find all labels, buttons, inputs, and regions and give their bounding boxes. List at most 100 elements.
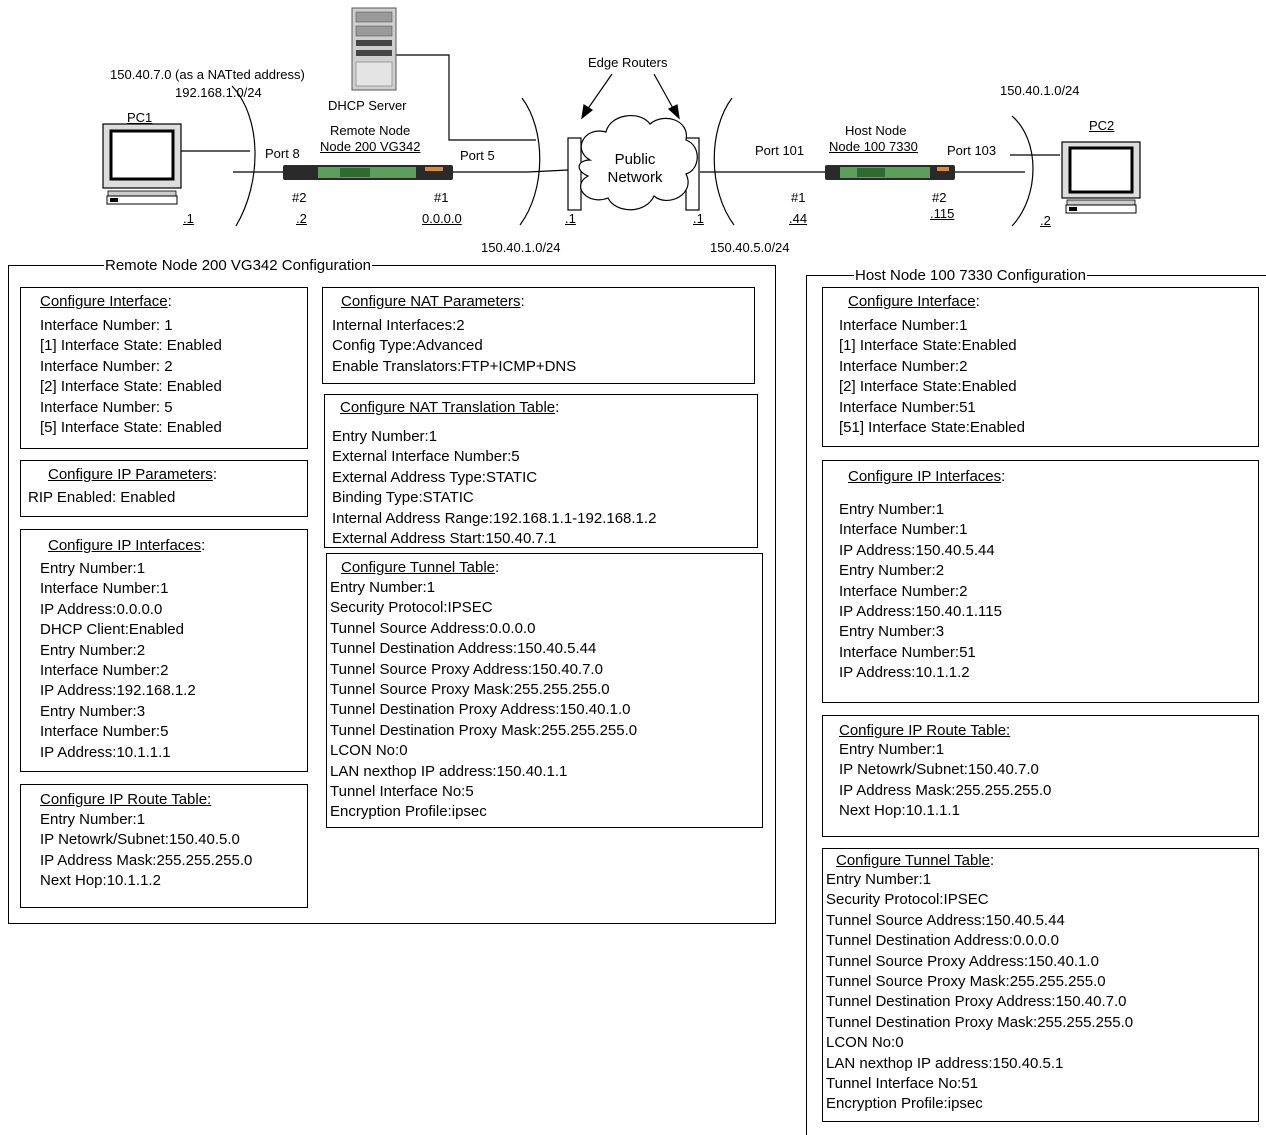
field-label: Entry Number: bbox=[40, 560, 137, 577]
field-value: 1 bbox=[427, 579, 435, 596]
field-label: Tunnel Destination Proxy Address: bbox=[826, 993, 1056, 1010]
field-label: Interface Number: bbox=[839, 358, 959, 375]
remote-ip-interfaces-title: Configure IP Interfaces bbox=[48, 537, 201, 554]
field-value: 10.1.1.1 bbox=[906, 802, 960, 819]
field-value: 2 bbox=[959, 583, 967, 600]
remote-ip-interfaces-rows: Entry Number:1 Interface Number:1 IP Add… bbox=[40, 559, 196, 763]
field-label: Interface Number: bbox=[839, 399, 959, 416]
host-node-role: Host Node bbox=[845, 123, 906, 138]
field-label: Entry Number: bbox=[839, 501, 936, 518]
wan-right-subnet: 150.40.5.0/24 bbox=[710, 240, 790, 255]
remote-port-lan: Port 8 bbox=[265, 146, 300, 161]
field-value: 51 bbox=[959, 644, 976, 661]
host-interface-title: Configure Interface bbox=[848, 293, 976, 310]
field-value: 5 bbox=[465, 783, 473, 800]
pc1-label: PC1 bbox=[127, 110, 152, 125]
field-label: LCON No: bbox=[826, 1034, 895, 1051]
pc2-label: PC2 bbox=[1089, 118, 1114, 133]
host-config-title: Host Node 100 7330 Configuration bbox=[854, 267, 1087, 284]
field-label: Encryption Profile: bbox=[330, 803, 452, 820]
remote-nat-params-title: Configure NAT Parameters bbox=[341, 293, 521, 310]
host-node-name[interactable]: Node 100 7330 bbox=[829, 139, 918, 154]
field-label: Entry Number: bbox=[826, 871, 923, 888]
wan-right-router-ip: .1 bbox=[693, 211, 704, 226]
field-label: Interface Number: bbox=[839, 583, 959, 600]
field-value: Enabled bbox=[962, 337, 1017, 354]
field-value: 150.40.7.0 bbox=[532, 661, 603, 678]
field-label: IP Address: bbox=[40, 744, 116, 761]
field-value: 255.255.255.0 bbox=[156, 852, 252, 869]
field-label: Enable Translators: bbox=[332, 358, 461, 375]
field-label: [1] Interface State: bbox=[839, 337, 962, 354]
field-label: Config Type: bbox=[332, 337, 416, 354]
remote-interface-rows: Interface Number: 1 [1] Interface State:… bbox=[40, 316, 222, 438]
remote-nat-params-rows: Internal Interfaces:2 Config Type:Advanc… bbox=[332, 316, 576, 377]
field-value: 5 bbox=[511, 448, 519, 465]
field-label: IP Netowrk/Subnet: bbox=[40, 831, 169, 848]
host-if-wan: #1 bbox=[791, 190, 805, 205]
field-label: Interface Number: bbox=[40, 580, 160, 597]
remote-tunnel-table-rows: Entry Number:1 Security Protocol:IPSEC T… bbox=[330, 578, 637, 823]
field-label: Tunnel Source Proxy Mask: bbox=[330, 681, 514, 698]
field-value: 1 bbox=[959, 317, 967, 334]
field-value: 1 bbox=[936, 501, 944, 518]
field-label: IP Address: bbox=[839, 542, 915, 559]
field-label: Next Hop: bbox=[40, 872, 107, 889]
field-label: LAN nexthop IP address: bbox=[826, 1055, 993, 1072]
field-value: IPSEC bbox=[944, 891, 989, 908]
field-value: 3 bbox=[936, 623, 944, 640]
field-value: 0.0.0.0 bbox=[116, 601, 162, 618]
field-label: IP Address: bbox=[40, 601, 116, 618]
field-value: STATIC bbox=[423, 489, 474, 506]
host-ip-interfaces-title: Configure IP Interfaces bbox=[848, 468, 1001, 485]
field-value: 255.255.255.0 bbox=[1037, 1014, 1133, 1031]
field-label: IP Address: bbox=[839, 664, 915, 681]
field-label: External Address Type: bbox=[332, 469, 486, 486]
remote-ip-params-title: Configure IP Parameters bbox=[48, 466, 213, 483]
field-value: 150.40.7.0 bbox=[1056, 993, 1127, 1010]
field-label: External Interface Number: bbox=[332, 448, 511, 465]
wan-right-boundary bbox=[714, 98, 734, 225]
field-value: 255.255.255.0 bbox=[1010, 973, 1106, 990]
field-value: 2 bbox=[936, 562, 944, 579]
field-value: Enabled bbox=[129, 621, 184, 638]
pc1-icon bbox=[103, 124, 181, 204]
remote-interface-row: Interface Number: 1 bbox=[40, 316, 222, 336]
remote-if-lan: #2 bbox=[292, 190, 306, 205]
field-value: 1 bbox=[137, 811, 145, 828]
edge-router-left bbox=[568, 138, 581, 210]
field-label: Interface Number: bbox=[839, 644, 959, 661]
field-value: 150.40.1.115 bbox=[915, 603, 1001, 620]
remote-interface-row: [1] Interface State: Enabled bbox=[40, 336, 222, 356]
edge-arrow-left bbox=[587, 74, 612, 110]
field-label: IP Address Mask: bbox=[40, 852, 156, 869]
remote-if-wan-ip: 0.0.0.0 bbox=[422, 211, 462, 226]
edge-routers-label: Edge Routers bbox=[588, 55, 668, 70]
field-value: 150.40.7.0 bbox=[968, 761, 1039, 778]
remote-node-device bbox=[283, 165, 453, 180]
lan1-subnet: 192.168.1.0/24 bbox=[175, 85, 262, 100]
field-value: 150.40.1.1 bbox=[497, 763, 568, 780]
field-label: Interface Number: bbox=[839, 317, 959, 334]
field-label: Entry Number: bbox=[330, 579, 427, 596]
host-tunnel-table-rows: Entry Number:1 Security Protocol:IPSEC T… bbox=[826, 870, 1133, 1115]
field-label: Security Protocol: bbox=[826, 891, 944, 908]
field-value: 2 bbox=[160, 662, 168, 679]
field-label: Security Protocol: bbox=[330, 599, 448, 616]
host-node-device bbox=[825, 165, 955, 180]
dhcp-server-label[interactable]: DHCP Server bbox=[328, 98, 407, 113]
field-label: Tunnel Interface No: bbox=[826, 1075, 961, 1092]
dhcp-server-icon bbox=[352, 8, 396, 90]
field-value: Advanced bbox=[416, 337, 483, 354]
remote-if-wan: #1 bbox=[434, 190, 448, 205]
host-if-wan-ip: .44 bbox=[789, 211, 807, 226]
field-value: 10.1.1.2 bbox=[107, 872, 161, 889]
field-value: 1 bbox=[959, 521, 967, 538]
lan2-boundary bbox=[1012, 116, 1033, 226]
remote-route-table-rows: Entry Number:1 IP Netowrk/Subnet:150.40.… bbox=[40, 810, 252, 892]
host-port-wan: Port 101 bbox=[755, 143, 804, 158]
field-value: 150.40.5.44 bbox=[517, 640, 596, 657]
remote-node-name[interactable]: Node 200 VG342 bbox=[320, 139, 420, 154]
field-label: Entry Number: bbox=[839, 562, 936, 579]
field-value: 255.255.255.0 bbox=[514, 681, 610, 698]
